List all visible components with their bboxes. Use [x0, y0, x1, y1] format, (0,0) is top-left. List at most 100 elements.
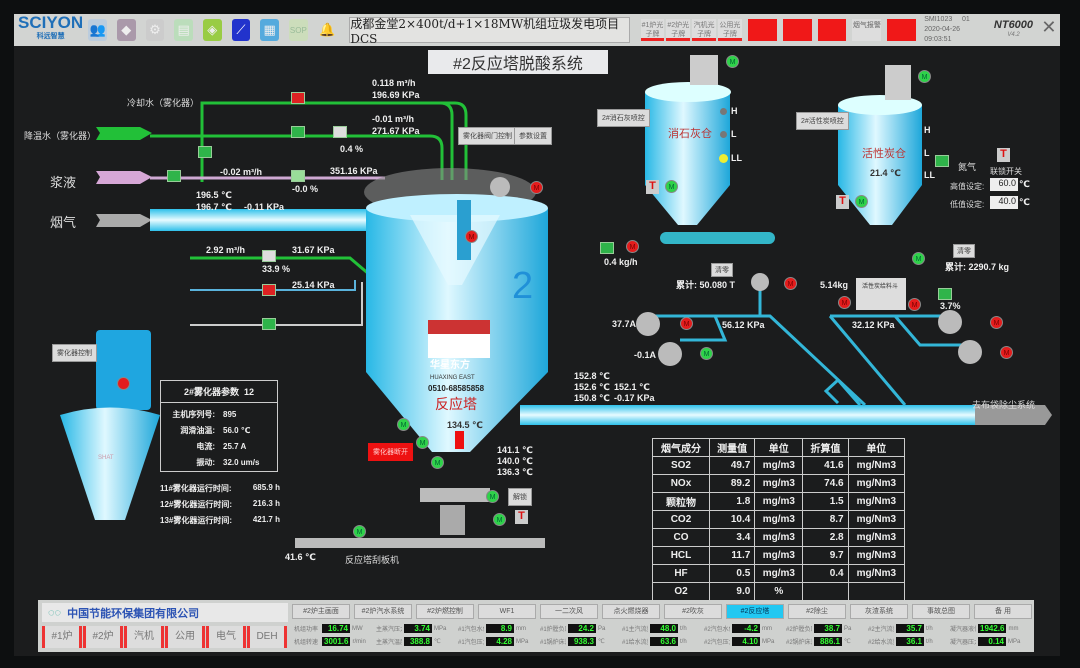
line2-motor-valve-icon[interactable] — [262, 250, 276, 262]
lime-top-motor-icon[interactable]: M — [726, 55, 739, 68]
lime-reset-button[interactable]: 清零 — [711, 263, 733, 277]
nav-tab[interactable]: 备 用 — [974, 604, 1032, 619]
atomizer-disconnect-button[interactable]: 雾化器断开 — [368, 443, 413, 461]
interlock-switch-label: 联锁开关 — [990, 167, 1022, 176]
status-button-3[interactable]: 汽机光子牌 — [692, 19, 716, 41]
cone-motor-1-icon[interactable]: M — [397, 418, 410, 431]
nav-tab[interactable]: WF1 — [478, 604, 536, 619]
blower-2-motor-icon[interactable]: M — [700, 347, 713, 360]
tower-fan-motor-icon[interactable]: M — [530, 181, 543, 194]
cone-temp-2: 140.0 ℃ — [497, 456, 533, 466]
status-readout: #1炉膛负压24.2Pa — [540, 624, 620, 633]
nav-tab[interactable]: 灰渣系统 — [850, 604, 908, 619]
atomizer-motor-status-icon[interactable] — [117, 377, 130, 390]
blower-1-motor-icon[interactable]: M — [680, 317, 693, 330]
bypass-valve-icon[interactable] — [198, 146, 212, 158]
line4-valve-icon[interactable] — [262, 318, 276, 330]
cooling-water-valve-icon[interactable] — [291, 92, 305, 104]
cone-motor-2-icon[interactable]: M — [416, 436, 429, 449]
atomizer-control-button[interactable]: 雾化器控制 — [52, 344, 97, 362]
carbon-reset-button[interactable]: 清零 — [953, 244, 975, 258]
status-readout: #1给水流量63.6t/h — [622, 637, 702, 646]
unit-button[interactable]: 电气 — [206, 626, 246, 648]
carbon-total-value: 2290.7 kg — [968, 262, 1010, 272]
report-icon[interactable]: ▦ — [260, 19, 279, 41]
slurry-motor-valve-icon[interactable] — [291, 170, 305, 182]
nav-tab[interactable]: 点火燃烧器 — [602, 604, 660, 619]
atomizer-valve-control-button[interactable]: 雾化器阀门控制 — [458, 127, 517, 145]
carbon-feeder-motor-icon[interactable]: M — [838, 296, 851, 309]
nav-tab[interactable]: 事故总图 — [912, 604, 970, 619]
nav-tab[interactable]: #2炉汽水系统 — [354, 604, 412, 619]
high-setpoint-input[interactable]: 60.0 — [990, 178, 1018, 191]
lime-feeder-motor-icon[interactable]: M — [626, 240, 639, 253]
lime-rotary-motor-icon[interactable]: M — [784, 277, 797, 290]
tools-icon[interactable]: ◈ — [202, 19, 222, 41]
alarm-bell-icon[interactable]: 🔔 — [318, 22, 336, 37]
readout-unit: t/h — [926, 638, 933, 645]
table-cell: 颗粒物 — [652, 492, 710, 511]
maintenance-icon[interactable]: ⚙ — [145, 19, 165, 41]
sop-icon[interactable]: SOP — [289, 19, 308, 41]
nav-tab[interactable]: 一二次风 — [540, 604, 598, 619]
nav-tab[interactable]: #2除尘 — [788, 604, 846, 619]
carbon-hopper-motor-icon[interactable]: M — [908, 298, 921, 311]
line3-valve-icon[interactable] — [262, 284, 276, 296]
flue-gas-alarm-button[interactable]: 烟气报警 — [852, 19, 882, 41]
atomizer-top-motor-icon[interactable]: M — [465, 230, 478, 243]
status-readout: 凝汽器液位1942.6mm — [950, 624, 1030, 633]
readout-label: #2炉膛负压 — [786, 627, 812, 633]
carbon-vibrator-motor-icon[interactable]: M — [855, 195, 868, 208]
interlock-switch-icon[interactable]: T — [997, 148, 1010, 162]
alarm-button-2[interactable] — [782, 19, 812, 41]
unit-button[interactable]: #2炉 — [83, 626, 123, 648]
nitrogen-valve-icon[interactable] — [935, 155, 949, 167]
carbon-top-motor-icon[interactable]: M — [918, 70, 931, 83]
status-button-4[interactable]: 公用光子牌 — [717, 19, 742, 41]
scraper-motor-icon[interactable]: M — [353, 525, 366, 538]
readout-unit: MPa — [762, 638, 775, 645]
carbon-injection-control-button[interactable]: 2#活性炭喷控 — [796, 112, 849, 130]
unit-button[interactable]: 汽机 — [124, 626, 164, 648]
unit-button[interactable]: DEH — [247, 626, 287, 648]
lime-thermo-icon[interactable]: T — [646, 180, 659, 194]
scraper-thermo-icon[interactable]: T — [515, 510, 528, 524]
brand-cn: 华星东方 — [430, 360, 470, 371]
unlock-button[interactable]: 解锁 — [508, 488, 532, 506]
monitor-icon[interactable]: ▤ — [174, 19, 193, 41]
carbon-thermo-icon[interactable]: T — [836, 195, 849, 209]
low-setpoint-input[interactable]: 40.0 — [990, 196, 1018, 209]
status-button-1[interactable]: #1炉光子牌 — [640, 19, 665, 41]
outlet-temp-2: 152.6 ℃ — [574, 382, 610, 392]
slurry-valve-opening: -0.0 % — [292, 184, 319, 194]
discharge-motor-1-icon[interactable]: M — [486, 490, 499, 503]
alarm-button-3[interactable] — [817, 19, 847, 41]
close-icon[interactable]: ✕ — [1041, 17, 1057, 37]
nav-tab[interactable]: #2反应塔 — [726, 604, 784, 619]
parameter-settings-button[interactable]: 参数设置 — [514, 127, 552, 145]
status-button-2[interactable]: #2炉光子牌 — [666, 19, 691, 41]
low-setpoint-unit: ℃ — [1019, 197, 1030, 207]
discharge-motor-2-icon[interactable]: M — [493, 513, 506, 526]
nav-tab[interactable]: #2吹灰 — [664, 604, 722, 619]
blower-4-motor-icon[interactable]: M — [1000, 346, 1013, 359]
users-icon[interactable]: 👥 — [88, 19, 107, 41]
slurry-valve-icon[interactable] — [167, 170, 181, 182]
trend-icon[interactable]: ⟋ — [231, 19, 251, 41]
lime-feed-valve-icon[interactable] — [600, 242, 614, 254]
unit-button[interactable]: #1炉 — [42, 626, 82, 648]
nav-tab[interactable]: #2炉燃控制 — [416, 604, 474, 619]
alarm-button-4[interactable] — [887, 19, 917, 41]
carbon-valve-icon[interactable] — [938, 288, 952, 300]
nav-tab[interactable]: #2炉主画面 — [292, 604, 350, 619]
lime-vibrator-motor-icon[interactable]: M — [665, 180, 678, 193]
alarm-button-1[interactable] — [747, 19, 777, 41]
cone-motor-3-icon[interactable]: M — [431, 456, 444, 469]
carbon-rotary-motor-icon[interactable]: M — [912, 252, 925, 265]
config-icon[interactable]: ◆ — [116, 19, 136, 41]
unit-button[interactable]: 公用 — [165, 626, 205, 648]
lime-injection-control-button[interactable]: 2#消石灰喷控 — [597, 109, 650, 127]
temp-water-valve-icon[interactable] — [291, 126, 305, 138]
blower-3-motor-icon[interactable]: M — [990, 316, 1003, 329]
temp-water-motor-valve-icon[interactable] — [333, 126, 347, 138]
